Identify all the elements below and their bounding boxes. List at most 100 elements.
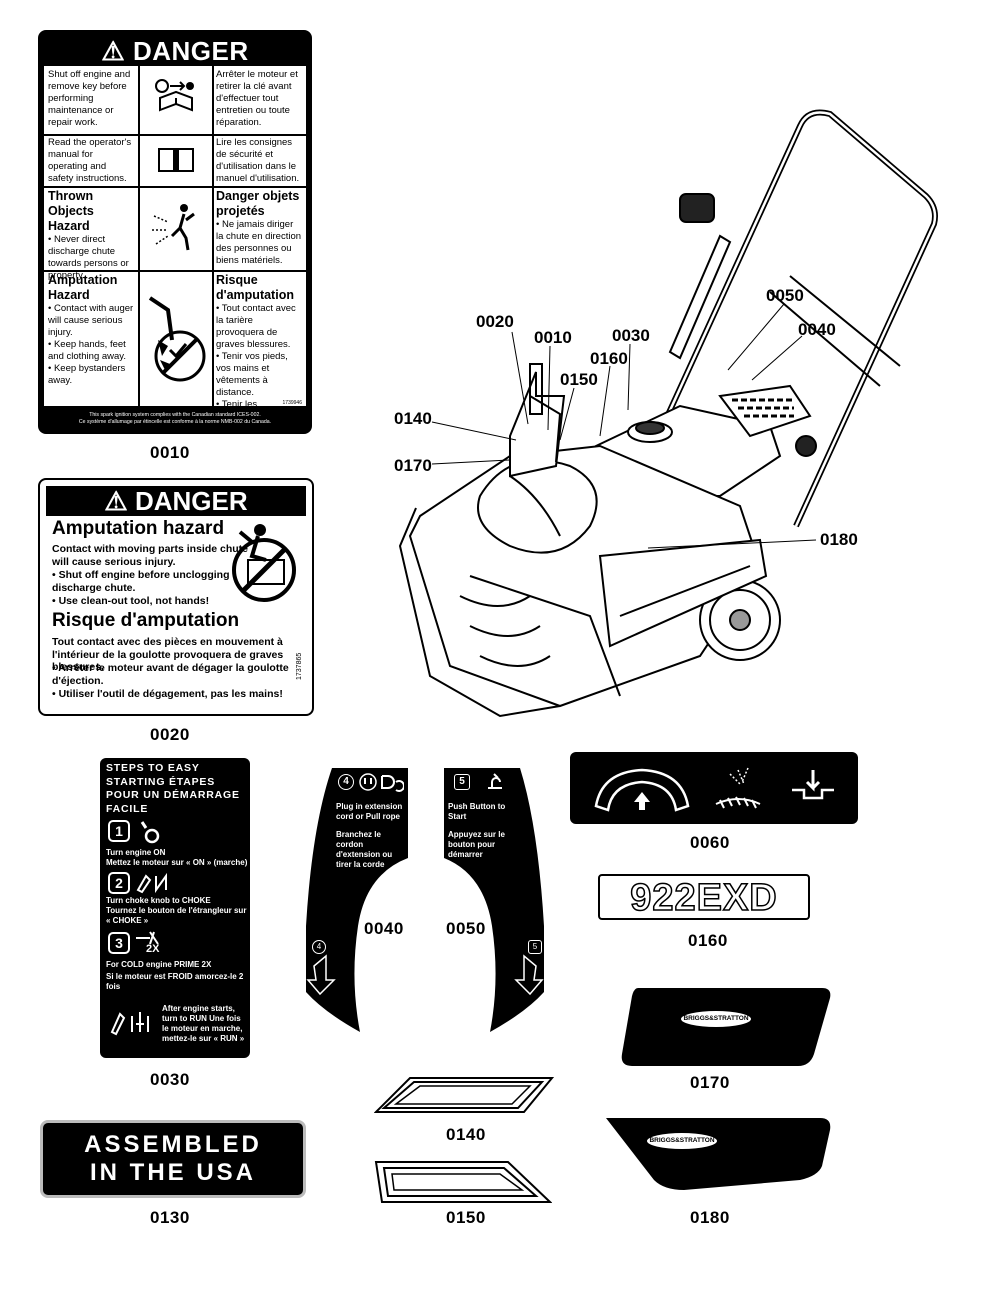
part-label-0060: 0060 <box>690 833 730 852</box>
step-3-english: For COLD engine PRIME 2X <box>106 960 212 969</box>
part-label-0030: 0030 <box>150 1070 190 1089</box>
step-4-text: After engine starts, turn to RUN Une foi… <box>162 1004 245 1043</box>
r1-english: Shut off engine and remove key before pe… <box>44 66 140 134</box>
r4-body-english-2: • Keep hands, feet and clothing away. <box>48 339 126 362</box>
r4-body-english-1: • Contact with auger will cause serious … <box>48 303 134 338</box>
snow-thrower-illustration <box>360 96 960 741</box>
callout-0040: 0040 <box>798 320 836 339</box>
control-decal-0060 <box>570 752 858 824</box>
r2-french: Lire les consignes de sécurité et d'util… <box>216 137 300 184</box>
step-4-badge: 4 <box>338 774 354 790</box>
warning-triangle-icon: ⚠ <box>101 36 133 66</box>
callout-0180: 0180 <box>820 530 858 549</box>
danger-decal-0020: ⚠ DANGER Amputation hazard Contact with … <box>38 478 314 716</box>
callout-0140: 0140 <box>394 409 432 428</box>
decal-0050: 5 Push Button to Start Appuyez sur le bo… <box>442 766 546 1036</box>
choke-icon <box>134 872 174 899</box>
step-3-badge: 3 <box>108 932 130 954</box>
r4-body-french-3: • Tenir les spectateurs à distance. <box>216 399 274 434</box>
callout-0050: 0050 <box>766 286 804 305</box>
r3-title-french: Danger objets projetés <box>216 189 300 218</box>
auger-amputation-icon <box>140 270 214 406</box>
handle-bail-icon <box>592 762 692 819</box>
model-decal-0160: 922EXD <box>598 874 810 920</box>
r4-body-french-1: • Tout contact avec la tarière provoquer… <box>216 303 296 350</box>
part-label-0180: 0180 <box>690 1208 730 1227</box>
primer-icon <box>134 930 164 951</box>
r3-body-english: • Never direct discharge chute towards p… <box>48 234 129 281</box>
decal-0040-french: Branchez le cordon d'extension ou tirer … <box>336 830 393 869</box>
push-button-icon <box>482 770 506 797</box>
r2-english: Read the operator's manual for operating… <box>44 134 140 186</box>
step-1-english: Turn engine ON <box>106 848 166 857</box>
callout-0020: 0020 <box>476 312 514 331</box>
r4-body-english-3: • Keep bystanders away. <box>48 363 126 386</box>
shroud-decal-0170: BRIGGS&STRATTON <box>618 986 836 1068</box>
assembled-in-usa-decal-0130: ASSEMBLED IN THE USA <box>40 1120 306 1198</box>
key-and-manual-icon <box>140 66 214 134</box>
r4-body-french-2: • Tenir vos pieds, vos mains et vêtement… <box>216 351 288 398</box>
step-2-english: Turn choke knob to CHOKE <box>106 896 211 905</box>
corner-badge-4: 4 <box>312 940 326 954</box>
step-3-repeat: 2X <box>146 943 160 955</box>
model-number: 922EXD <box>629 877 778 919</box>
decal-0050-french: Appuyez sur le bouton pour démarrer <box>448 830 505 859</box>
decal-0050-english: Push Button to Start <box>448 802 506 821</box>
bullet-french-1: • Arrêter le moteur avant de dégager la … <box>52 662 289 687</box>
step-2-badge: 2 <box>108 872 130 894</box>
step-2-french: Tournez le bouton de l'étrangleur sur « … <box>106 906 247 925</box>
housing-decal-0180: BRIGGS&STRATTON <box>604 1114 834 1192</box>
step-5-badge: 5 <box>454 774 470 790</box>
drop-to-ground-icon <box>788 766 838 815</box>
briggs-stratton-logo: BRIGGS&STRATTON <box>680 1010 752 1028</box>
part-label-0150: 0150 <box>446 1208 486 1227</box>
part-label-0170: 0170 <box>690 1073 730 1092</box>
danger-header: ⚠ DANGER <box>101 36 249 66</box>
title-english: Amputation hazard <box>52 518 225 539</box>
callout-0150: 0150 <box>560 370 598 389</box>
callout-0170: 0170 <box>394 456 432 475</box>
bullet-french-2: • Utiliser l'outil de dégagement, pas le… <box>52 688 283 700</box>
run-icon <box>108 1006 154 1041</box>
stripe-decal-0140 <box>373 1076 555 1121</box>
r4-title-english: Amputation Hazard <box>48 273 118 302</box>
decal-0040: 4 Plug in extension cord or Pull rope Br… <box>304 766 410 1036</box>
briggs-stratton-logo: BRIGGS&STRATTON <box>646 1132 718 1150</box>
r3-body-french: • Ne jamais diriger la chute en directio… <box>216 219 302 266</box>
auger-icon <box>708 764 768 819</box>
manual-icon <box>140 134 214 186</box>
decal-code: 1739946 <box>282 400 302 406</box>
thrown-objects-icon <box>140 186 214 270</box>
part-label-0040: 0040 <box>364 919 404 938</box>
bullet-english-1: • Shut off engine before unclogging disc… <box>52 569 230 594</box>
part-label-0160: 0160 <box>688 931 728 950</box>
body-french: Tout contact avec des pièces en mouvemen… <box>52 636 284 673</box>
assembled-line-1: ASSEMBLED <box>84 1131 262 1158</box>
danger-header: ⚠ DANGER <box>46 486 306 516</box>
stripe-decal-0150 <box>374 1160 553 1209</box>
callout-0030: 0030 <box>612 326 650 345</box>
part-label-0010: 0010 <box>150 443 190 462</box>
body-english: Contact with moving parts inside chute w… <box>52 543 249 568</box>
callout-0010: 0010 <box>534 328 572 347</box>
decal-footer: This spark ignition system complies with… <box>78 412 272 425</box>
step-1-badge: 1 <box>108 820 130 842</box>
ignition-on-icon <box>136 818 162 851</box>
part-label-0130: 0130 <box>150 1208 190 1227</box>
assembled-line-2: IN THE USA <box>89 1159 256 1186</box>
step-3-french: Si le moteur est FROID amorcez-le 2 fois <box>106 972 244 991</box>
bullet-english-2: • Use clean-out tool, not hands! <box>52 595 210 607</box>
starting-steps-decal-0030: STEPS TO EASY STARTING ÉTAPES POUR UN DÉ… <box>100 758 250 1058</box>
corner-badge-5: 5 <box>528 940 542 954</box>
chute-hand-prohibition-icon <box>228 520 300 615</box>
step-1-french: Mettez le moteur sur « ON » (marche) <box>106 858 248 867</box>
r4-title-french: Risque d'amputation <box>216 273 294 302</box>
danger-decal-0010: ⚠ DANGER Shut off engine and remove key … <box>38 30 312 434</box>
decal-0040-english: Plug in extension cord or Pull rope <box>336 802 403 821</box>
r1-french: Arrêter le moteur et retirer la clé avan… <box>216 69 298 128</box>
part-label-0140: 0140 <box>446 1125 486 1144</box>
title-french: Risque d'amputation <box>52 610 240 631</box>
warning-triangle-icon: ⚠ <box>104 486 135 516</box>
callout-0160: 0160 <box>590 349 628 368</box>
